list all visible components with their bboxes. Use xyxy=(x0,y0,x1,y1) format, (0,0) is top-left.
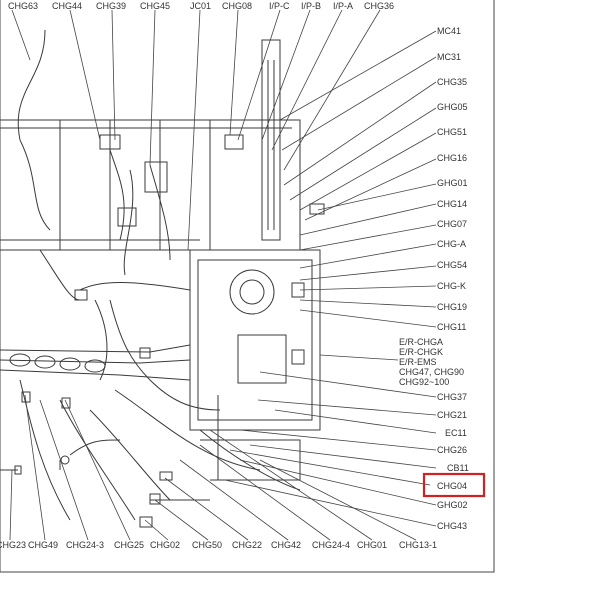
label-mc31: MC31 xyxy=(437,52,461,62)
label-chg50: CHG50 xyxy=(192,540,222,550)
label-i-p-a: I/P-A xyxy=(333,1,353,11)
label-ghg05: GHG05 xyxy=(437,102,468,112)
label-e-r-chgk: E/R-CHGK xyxy=(399,347,443,357)
label-chg36: CHG36 xyxy=(364,1,394,11)
label-chg24-4: CHG24-4 xyxy=(312,540,350,550)
label-chg45: CHG45 xyxy=(140,1,170,11)
label-chg19: CHG19 xyxy=(437,302,467,312)
label-chg23: CHG23 xyxy=(0,540,26,550)
label-chg49: CHG49 xyxy=(28,540,58,550)
label-chg42: CHG42 xyxy=(271,540,301,550)
label-chg-a: CHG-A xyxy=(437,239,466,249)
label-ghg01: GHG01 xyxy=(437,178,468,188)
label-chg16: CHG16 xyxy=(437,153,467,163)
label-chg22: CHG22 xyxy=(232,540,262,550)
label-mc41: MC41 xyxy=(437,26,461,36)
harness-line-art xyxy=(0,29,325,528)
label-chg04: CHG04 xyxy=(437,481,467,491)
label-chg21: CHG21 xyxy=(437,410,467,420)
label-chg08: CHG08 xyxy=(222,1,252,11)
label-chg92-100: CHG92~100 xyxy=(399,377,449,387)
label-chg44: CHG44 xyxy=(52,1,82,11)
diagram-frame xyxy=(0,0,495,573)
label-chg35: CHG35 xyxy=(437,77,467,87)
label-chg37: CHG37 xyxy=(437,392,467,402)
highlight-box xyxy=(422,472,486,498)
connector-labels: CHG63 CHG44 CHG39 CHG45 JC01 CHG08 I/P-C I/P-B I… xyxy=(0,1,469,550)
label-i-p-b: I/P-B xyxy=(301,1,321,11)
bottom-leader-lines xyxy=(9,394,417,541)
label-e-r-ems: E/R-EMS xyxy=(399,357,437,367)
label-chg51: CHG51 xyxy=(437,127,467,137)
label-chg01: CHG01 xyxy=(357,540,387,550)
label-chg07: CHG07 xyxy=(437,219,467,229)
label-chg-k: CHG-K xyxy=(437,281,466,291)
label-chg25: CHG25 xyxy=(114,540,144,550)
label-chg02: CHG02 xyxy=(150,540,180,550)
label-ec11: EC11 xyxy=(445,428,467,438)
label-ghg02: GHG02 xyxy=(437,500,468,510)
label-chg39: CHG39 xyxy=(96,1,126,11)
right-leader-lines xyxy=(224,30,437,527)
top-leader-lines xyxy=(11,9,381,251)
label-chg24-3: CHG24-3 xyxy=(66,540,104,550)
label-cb11: CB11 xyxy=(447,463,469,473)
label-chg14: CHG14 xyxy=(437,199,467,209)
label-chg11: CHG11 xyxy=(437,322,466,332)
label-chg63: CHG63 xyxy=(8,1,38,11)
label-i-p-c: I/P-C xyxy=(269,1,290,11)
label-chg13-1: CHG13-1 xyxy=(399,540,437,550)
label-chg54: CHG54 xyxy=(437,260,467,270)
label-chg47-chg90: CHG47, CHG90 xyxy=(399,367,464,377)
label-chg43: CHG43 xyxy=(437,521,467,531)
label-e-r-chga: E/R-CHGA xyxy=(399,337,443,347)
label-chg26: CHG26 xyxy=(437,445,467,455)
label-jc01: JC01 xyxy=(190,1,211,11)
